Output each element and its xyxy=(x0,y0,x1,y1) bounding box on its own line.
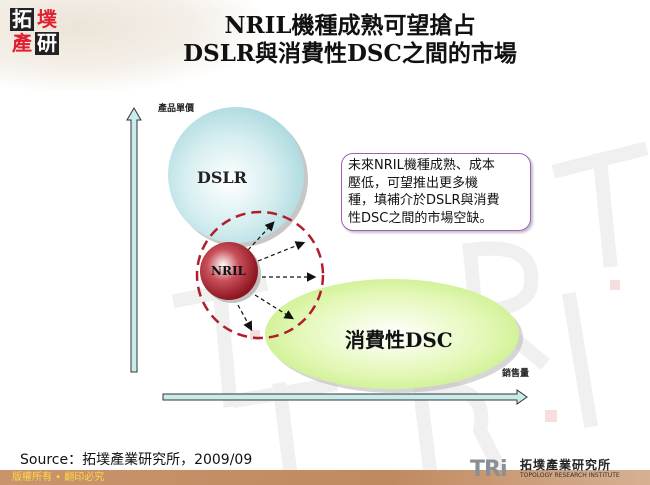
copyright-notice: 版權所有 • 翻印必究 xyxy=(12,472,105,483)
x-axis-arrow xyxy=(162,389,528,405)
callout-line: 種，填補介於DSLR與消費 xyxy=(348,193,500,208)
title-line-1: NRIL機種成熟可望搶占 xyxy=(224,12,476,39)
nril-bubble xyxy=(200,242,261,303)
nril-expansion-boundary xyxy=(195,210,325,340)
page-title: NRIL機種成熟可望搶占 DSLR與消費性DSC之間的市場 xyxy=(100,12,600,68)
dsc-label: 消費性DSC xyxy=(345,328,453,352)
brand-logo: 拓 墣 產 研 xyxy=(10,8,60,56)
source-citation: Source：拓墣產業研究所，2009/09 xyxy=(20,452,253,468)
tri-logo: TRi 拓墣產業研究所 TOPOLOGY RESEARCH INSTITUTE xyxy=(470,455,645,485)
callout-line: 性DSC之間的市場空缺。 xyxy=(348,210,493,226)
x-axis-label: 銷售量 xyxy=(502,369,530,379)
tri-logo-mark: TRi xyxy=(470,457,507,482)
logo-char-1: 拓 xyxy=(10,7,34,31)
nril-label: NRIL xyxy=(211,264,246,278)
title-line-2: DSLR與消費性DSC之間的市場 xyxy=(183,40,517,67)
callout-line: 未來NRIL機種成熟、成本 xyxy=(348,158,495,173)
logo-char-4: 研 xyxy=(35,31,59,55)
callout-note: 未來NRIL機種成熟、成本 壓低，可望推出更多機 種，填補介於DSLR與消費 性… xyxy=(341,153,531,231)
logo-char-3: 產 xyxy=(12,31,32,55)
tri-logo-english: TOPOLOGY RESEARCH INSTITUTE xyxy=(520,472,620,479)
footer-bar xyxy=(0,470,650,485)
dsc-bubble xyxy=(265,279,523,393)
dslr-label: DSLR xyxy=(197,168,247,187)
callout-line: 壓低，可望推出更多機 xyxy=(348,175,479,191)
y-axis-arrow xyxy=(126,107,142,373)
expansion-arrows xyxy=(237,221,317,332)
logo-char-2: 墣 xyxy=(37,7,57,31)
tri-logo-chinese: 拓墣產業研究所 xyxy=(520,458,612,472)
y-axis-label: 產品單價 xyxy=(158,104,195,114)
